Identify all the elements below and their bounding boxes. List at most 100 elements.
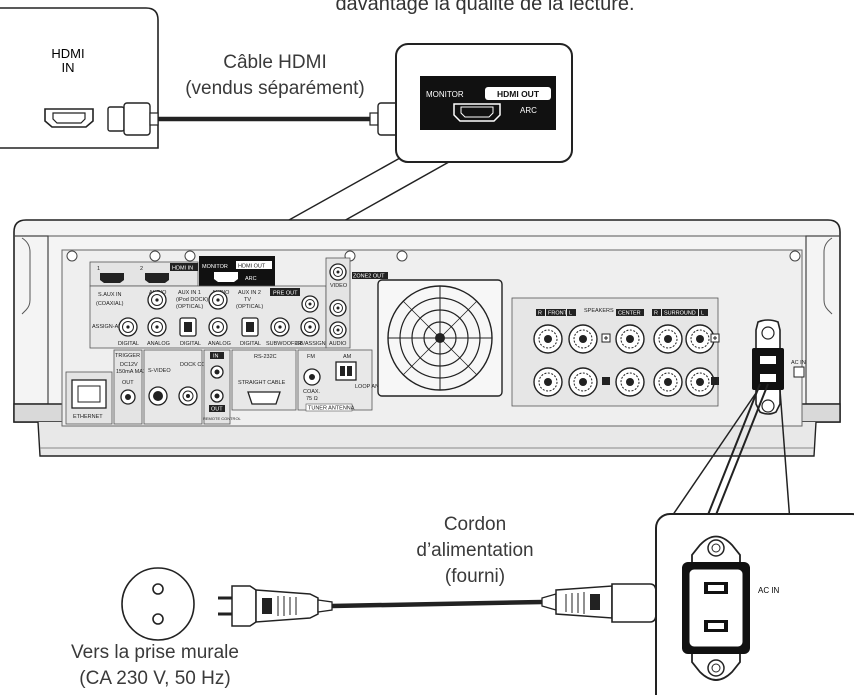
coaxial-label: (COAXIAL) — [96, 301, 124, 307]
pre-out-label: PRE OUT — [273, 291, 298, 297]
iec-connector-icon — [541, 583, 657, 623]
ac-inlet-detail-icon — [682, 535, 750, 681]
optical-label-1: (OPTICAL) — [176, 304, 203, 310]
center-plus-terminal-icon — [615, 324, 645, 354]
s-video-jack-icon — [148, 386, 168, 406]
callout-monitor-label: MONITOR — [426, 90, 464, 99]
hdmi-out-callout: MONITOR HDMI OUT ARC — [220, 43, 573, 259]
tv-hdmi-port-icon — [44, 108, 94, 128]
polarity-markers — [601, 333, 720, 385]
rs232c-port-icon — [247, 391, 281, 405]
analog-label-1: ANALOG — [147, 341, 170, 347]
zone2-video-jack-icon — [329, 263, 347, 281]
speaker-terminals-block: R FRONT L SPEAKERS CENTER R SURROUND L — [511, 297, 720, 407]
subwoofer-jack-icon — [270, 317, 290, 337]
optical-jack-1-icon — [179, 317, 197, 337]
analog2-l-jack-icon — [208, 290, 228, 310]
analog-r-jack-icon — [147, 317, 167, 337]
hdmi-in-2-port-icon — [145, 273, 169, 283]
power-cord-label-line2: d’alimentation — [416, 540, 534, 561]
power-cord-label-line1: Cordon — [443, 514, 507, 535]
audio-label-3: AUDIO — [329, 341, 347, 347]
dc12v-label: DC12V — [120, 362, 138, 368]
video-label: VIDEO — [330, 283, 348, 289]
pre-out-extra-jack-icon — [301, 295, 319, 313]
tuner-antenna-label: TUNER ANTENNA — [308, 406, 355, 412]
front-r-label: R — [538, 311, 542, 317]
receiver-rear-panel: 1 2 HDMI IN MONITOR HDMI OUT ARC S.AUX I… — [13, 219, 841, 457]
tv-hdmi-label: HDMI — [51, 46, 84, 61]
hdmi-cable-label-line1: Câble HDMI — [223, 52, 327, 73]
s-video-label: S-VIDEO — [148, 368, 171, 374]
optical-jack-2-icon — [241, 317, 259, 337]
fm-label: FM — [307, 354, 315, 360]
front-l-minus-terminal-icon — [568, 367, 598, 397]
panel-hdmi-out-label: HDMI OUT — [238, 264, 266, 270]
analog-label-2: ANALOG — [208, 341, 231, 347]
coaxial-jack-icon — [118, 317, 138, 337]
rca-jacks — [118, 290, 320, 337]
hdmi-input-1-label: 1 — [97, 266, 100, 272]
callout-ac-in-label: AC IN — [758, 586, 780, 595]
am-antenna-terminal-icon — [335, 361, 357, 381]
tv-in-label: IN — [62, 60, 75, 75]
tv-label: TV — [244, 297, 251, 303]
am-label: AM — [343, 354, 352, 360]
fm-antenna-jack-icon — [303, 368, 321, 386]
ethernet-port-icon — [71, 379, 107, 409]
hdmi-cable-label-line2: (vendus séparément) — [185, 78, 365, 99]
cooling-fan-grille — [377, 279, 503, 397]
subwoofer-label: SUBWOOFER — [266, 341, 302, 347]
surround-l-plus-terminal-icon — [685, 324, 715, 354]
remote-in-jack-icon — [210, 365, 224, 379]
callout-arc-label: ARC — [520, 106, 537, 115]
wall-outlet-label-line1: Vers la prise murale — [71, 642, 239, 663]
front-l-label: L — [569, 311, 572, 317]
straight-cable-label: STRAIGHT CABLE — [238, 380, 286, 386]
digital-label-1: DIGITAL — [118, 341, 139, 347]
top-caption: davantage la qualité de la lecture. — [335, 0, 635, 15]
callout-hdmi-port-icon — [453, 103, 501, 122]
remote-out-label: OUT — [211, 407, 223, 413]
zone2-audio-r-jack-icon — [329, 321, 347, 339]
remote-control-label: REMOTE CONTROL — [203, 416, 242, 421]
center-minus-terminal-icon — [615, 367, 645, 397]
sb-assign-label: SB/ASSIGN — [296, 341, 326, 347]
trigger-out-label: OUT — [122, 380, 134, 386]
center-label: CENTER — [618, 311, 641, 317]
aux-in2-label: AUX IN 2 — [238, 290, 261, 296]
callout-hdmi-out-label: HDMI OUT — [497, 89, 540, 99]
digital-label-2: DIGITAL — [180, 341, 201, 347]
speakers-label: SPEAKERS — [584, 308, 614, 314]
hdmi-out-port-icon — [214, 272, 238, 282]
dock-control-label: DOCK CONTROL — [180, 362, 224, 368]
front-label: FRONT — [548, 311, 568, 317]
surround-l-minus-terminal-icon — [685, 367, 715, 397]
s-aux-in-label: S.AUX IN — [98, 292, 122, 298]
optical-label-2: (OPTICAL) — [236, 304, 263, 310]
hdmi-in-1-port-icon — [100, 273, 124, 283]
analog-l-jack-icon — [147, 290, 167, 310]
trigger-label: TRIGGER — [115, 353, 140, 359]
trigger-jack-icon — [120, 389, 136, 405]
panel-arc-label: ARC — [245, 276, 257, 282]
front-r-plus-terminal-icon — [533, 324, 563, 354]
coax-label: COAX. — [303, 389, 321, 395]
aux-in1-label: AUX IN 1 — [178, 290, 201, 296]
zone2-audio-l-jack-icon — [329, 299, 347, 317]
mains-plug-icon — [218, 585, 333, 627]
digital-label-3: DIGITAL — [240, 341, 261, 347]
hdmi-input-2-label: 2 — [140, 266, 143, 272]
surround-r-minus-terminal-icon — [653, 367, 683, 397]
ma-label: 150mA MAX — [116, 369, 147, 375]
hdmi-in-panel-label: HDMI IN — [172, 266, 193, 272]
wall-outlet-label: Vers la prise murale (CA 230 V, 50 Hz) — [40, 640, 270, 692]
ipod-dock-label: (iPod DOCK) — [176, 297, 208, 303]
wall-outlet-icon — [121, 567, 195, 641]
remote-in-label: IN — [213, 354, 219, 360]
zone2-out-label: ZONE2 OUT — [353, 274, 385, 280]
analog2-r-jack-icon — [208, 317, 228, 337]
dock-control-jack-icon — [178, 386, 198, 406]
wall-outlet-label-line2: (CA 230 V, 50 Hz) — [79, 668, 231, 689]
